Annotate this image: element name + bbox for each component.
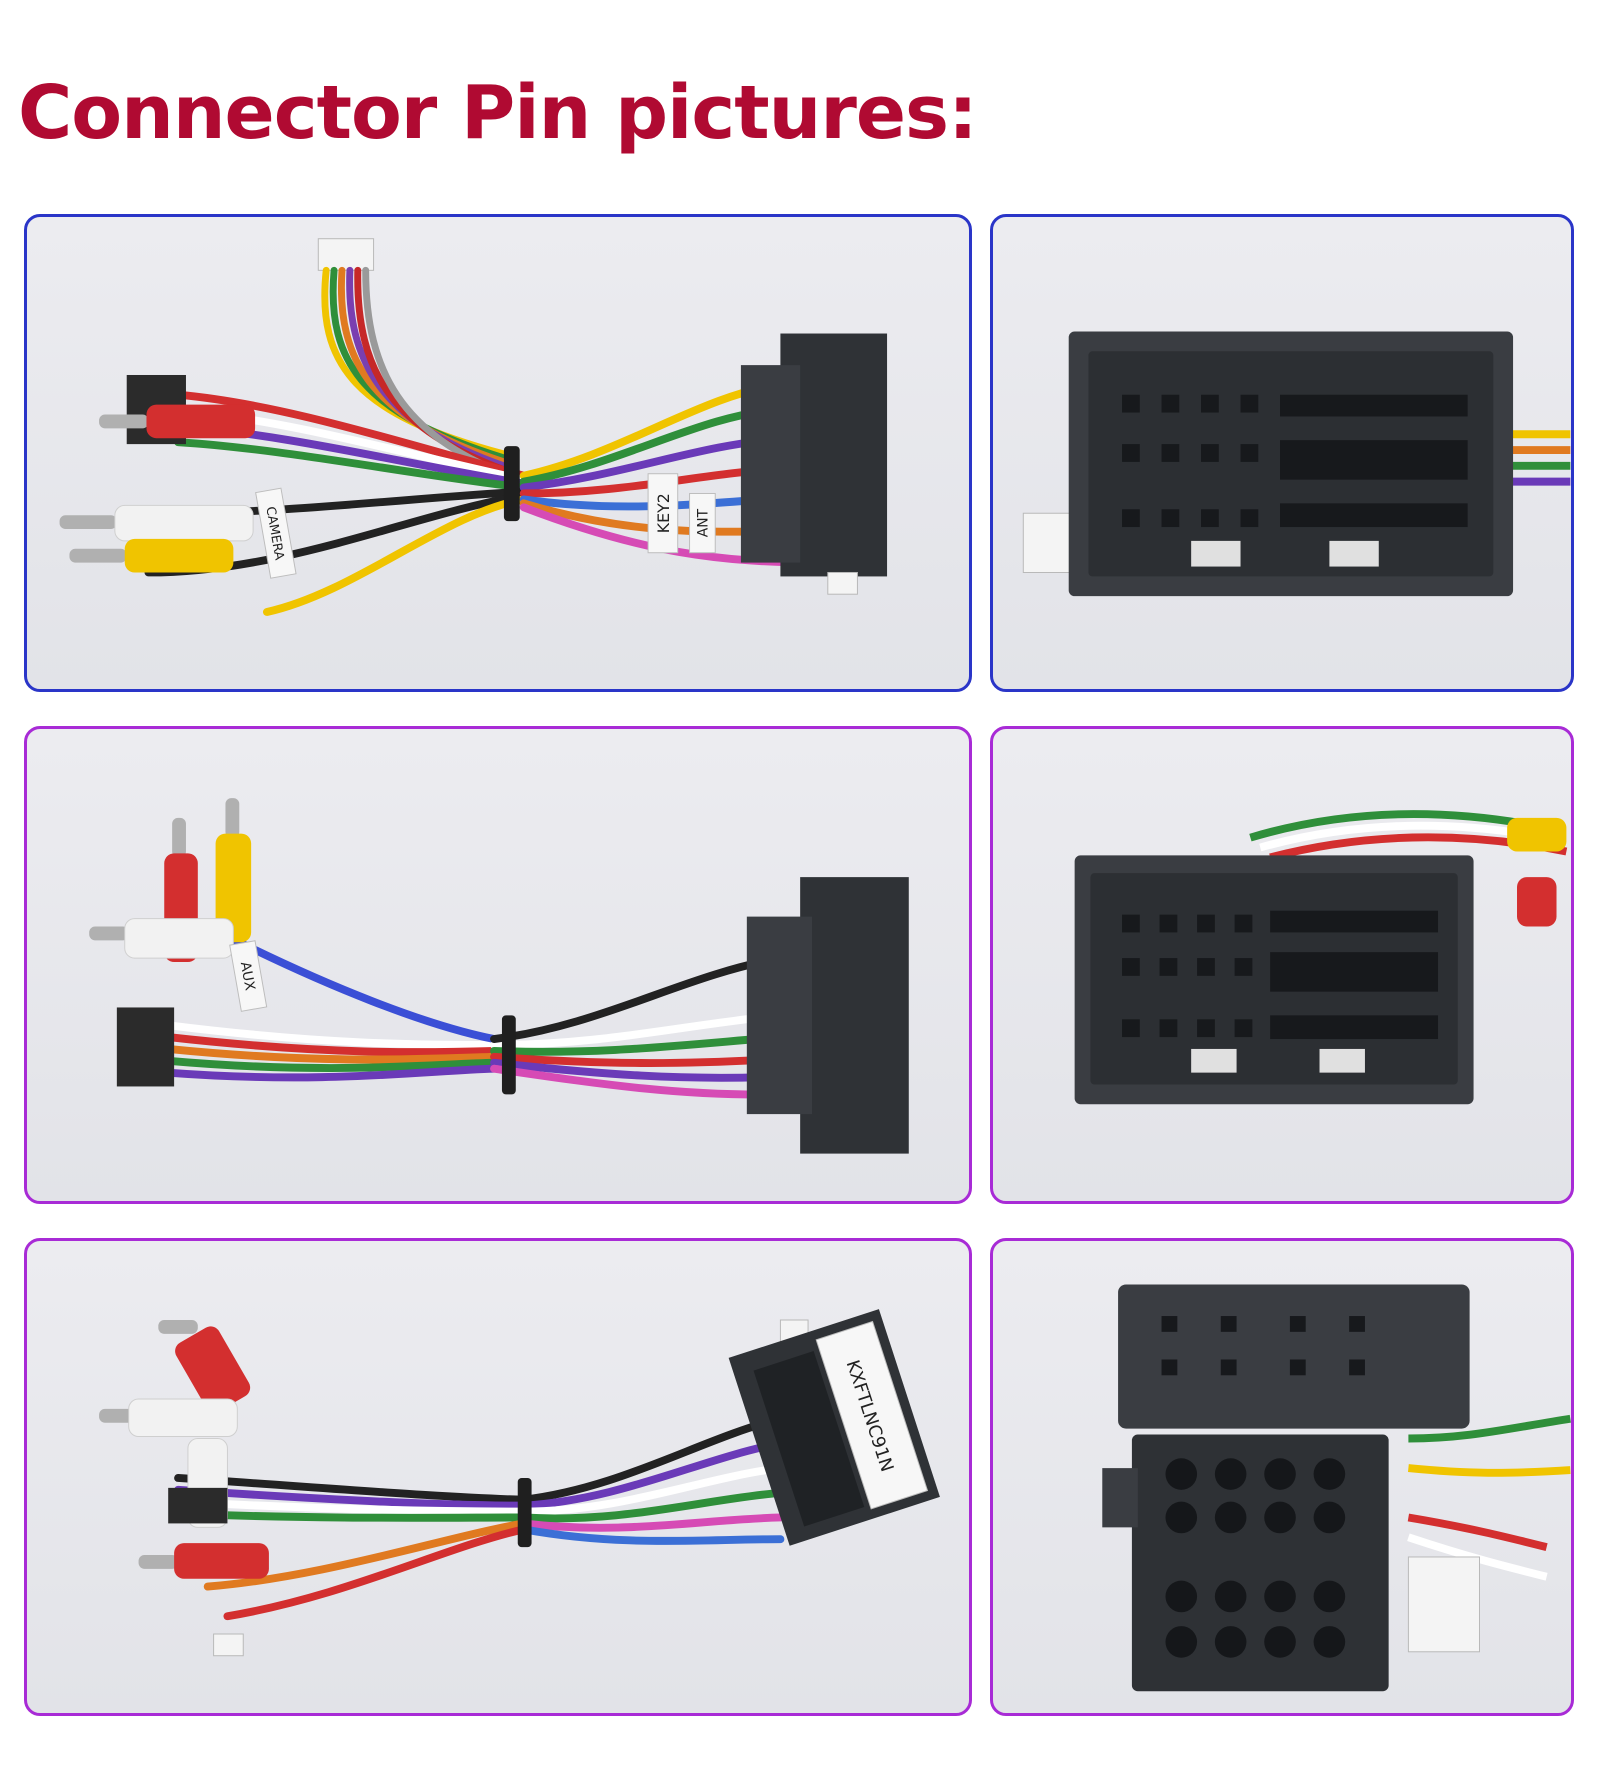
zip-tie-2 xyxy=(501,1015,516,1095)
rca-plug-white xyxy=(59,504,254,542)
iso-side-clip xyxy=(1102,1468,1138,1528)
zip-tie xyxy=(503,446,520,522)
svg-text:AUX: AUX xyxy=(237,961,258,993)
photo-connector-face-1 xyxy=(990,214,1574,692)
main-connector-outer-2 xyxy=(800,877,909,1154)
iso-top-pins xyxy=(1161,1316,1365,1376)
rca-plug-red-4 xyxy=(158,1319,251,1413)
photo-harness-3: KXFTLNC91N xyxy=(24,1238,972,1716)
zip-tie-3 xyxy=(517,1477,532,1548)
rca-plug-yellow-2 xyxy=(215,798,252,943)
white-plug-small xyxy=(827,571,858,595)
svg-text:KEY2: KEY2 xyxy=(654,493,673,533)
harness-2-illustration: AUX xyxy=(89,798,909,1154)
iso-round-pins xyxy=(1165,1458,1346,1658)
tag-aux: AUX xyxy=(229,940,268,1012)
rca-plug-white-2 xyxy=(89,918,234,959)
tag-camera: CAMERA xyxy=(255,487,297,579)
latch-window-right-2 xyxy=(1319,1048,1365,1073)
white-plug xyxy=(317,238,375,271)
wire-stubs-3 xyxy=(1407,1414,1571,1581)
rca-plug-yellow xyxy=(69,538,234,573)
connector-face-3-illustration xyxy=(1102,1284,1571,1692)
photo-harness-1: KEY2 ANT CAMERA xyxy=(24,214,972,692)
harness-1-illustration: KEY2 ANT CAMERA xyxy=(59,238,888,616)
tag-ant: ANT xyxy=(689,492,716,554)
svg-text:ANT: ANT xyxy=(695,508,711,537)
pin-grid-small-2 xyxy=(1270,910,1439,1040)
photo-connector-face-3 xyxy=(990,1238,1574,1716)
harness-3-illustration: KXFTLNC91N xyxy=(99,1309,940,1657)
tag-key2: KEY2 xyxy=(647,473,679,554)
main-connector-inner-2 xyxy=(746,916,813,1115)
main-connector-3: KXFTLNC91N xyxy=(728,1309,940,1546)
white-plug-side xyxy=(1022,512,1072,573)
page-title: Connector Pin pictures: xyxy=(18,70,978,156)
pin-grid-large-2 xyxy=(1122,914,1253,1038)
connector-face-1-illustration xyxy=(1022,331,1571,597)
rca-plug-red xyxy=(99,404,256,439)
small-black-plug xyxy=(168,1487,228,1524)
latch-window-left xyxy=(1191,540,1241,567)
photo-connector-face-2 xyxy=(990,726,1574,1204)
pin-grid-small-1 xyxy=(1280,394,1468,528)
rca-plug-red-5 xyxy=(138,1543,269,1579)
latch-window-right xyxy=(1329,540,1379,567)
white-plug-3 xyxy=(213,1633,244,1657)
rca-plug-yellow-3 xyxy=(1507,817,1567,852)
photo-harness-2: AUX xyxy=(24,726,972,1204)
iso-top-block xyxy=(1118,1284,1470,1429)
square-connector-2 xyxy=(116,1007,175,1087)
connector-face-2-illustration xyxy=(1074,810,1568,1105)
wire-bundle-2 xyxy=(164,932,785,1099)
wire-stubs-1 xyxy=(1507,430,1571,486)
pin-grid-large-1 xyxy=(1122,394,1259,528)
rca-plug-red-3 xyxy=(1517,877,1557,927)
white-plug-iso xyxy=(1407,1556,1480,1653)
wire-bundle-top xyxy=(321,266,508,478)
rca-plug-white-3 xyxy=(99,1398,238,1438)
wire-bundle-3 xyxy=(174,1414,785,1621)
latch-window-left-2 xyxy=(1191,1048,1237,1073)
main-connector-inner xyxy=(740,365,801,563)
